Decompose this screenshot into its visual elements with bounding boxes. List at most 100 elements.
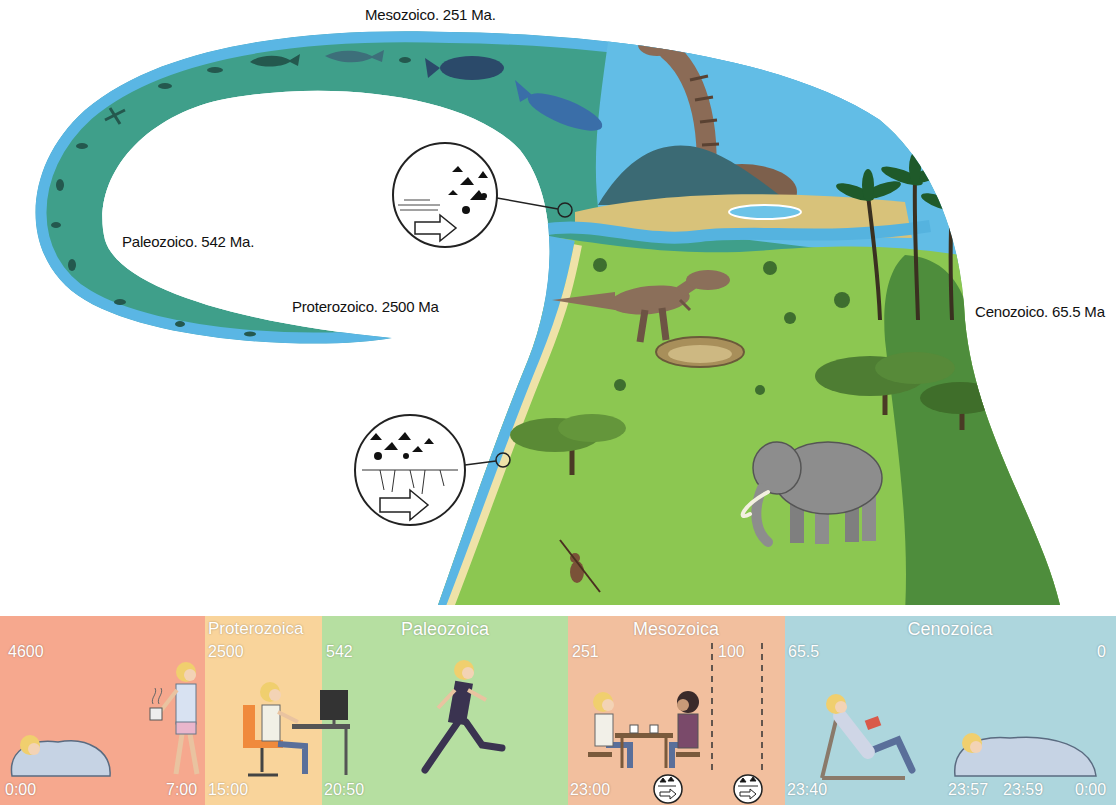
bushes-part [834,292,850,308]
sea-creatures-part [325,50,384,62]
early-human [560,540,600,592]
palm-trees-part-part [909,152,921,184]
breakfast-table-figures-part [615,733,673,738]
reading-figure-part [868,740,912,770]
sea-creatures-part [114,299,126,305]
breakfast-table-figures-part [606,745,694,768]
sea-creatures-part [250,54,300,67]
era-boundary-markers [654,643,762,803]
early-human-part [570,561,584,583]
bushes-part [614,379,626,391]
inset-lower-part [403,453,409,459]
era-boundary-markers-part [658,777,676,786]
sleeping-figure-night-part [970,741,982,753]
reading-figure [822,694,912,778]
era-boundary-markers-part [734,775,762,803]
era-boundary-markers-part [660,789,676,799]
runner-figure-part [425,722,502,770]
sea-creatures-part [51,222,61,228]
sleeping-figure-morning [11,735,110,776]
era-boundary-markers-part [738,777,758,786]
age-number: 65.5 [788,643,819,661]
spiral-ribbon-part [729,205,801,219]
tyrannosaurus-part [680,300,690,310]
spiral-ribbon-part [668,345,732,363]
desk-worker-figure-part [262,705,280,741]
spiral-ribbon-part [523,86,606,138]
desk-worker-figure-part [292,724,350,729]
sleeping-figure-night [955,733,1096,776]
age-number: 251 [572,643,599,661]
tyrannosaurus-part [552,292,615,310]
acacia-trees-part [920,382,1000,414]
clock-time: 7:00 [166,781,197,799]
era-name: Mesozoica [633,619,719,640]
spiral-ribbon-part [656,337,744,367]
spiral-ribbon-part [428,238,1075,612]
palm-trees-part [868,178,952,320]
walking-figure-part [176,684,196,724]
desk-worker-figure-part [243,740,283,748]
breakfast-table-figures-part [677,699,689,711]
runner-figure-part [462,667,474,679]
bushes-part [755,385,765,395]
inset-lower-part [496,453,510,467]
bushes-part [763,261,777,275]
sea-creatures-part [158,83,172,89]
breakfast-table-figures-part [650,725,658,733]
walking-figure-part [160,690,177,712]
clock-time: 23:59 [1003,781,1043,799]
spiral-ribbon-part [425,58,440,78]
reading-figure-part [822,712,905,778]
inset-upper [393,143,572,247]
inset-upper-part [558,203,572,217]
era-label: Paleozoico. 542 Ma. [122,233,254,250]
sea-creatures-part [175,321,185,327]
era-name: Proterozoica [208,619,303,639]
runner-figure-part [438,690,486,708]
era-boundary-markers-part [740,789,756,799]
breakfast-table-figures-part [678,714,698,748]
breakfast-table-figures-part [602,699,614,711]
inset-lower-part [465,461,496,465]
era-label: Proterozoico. 2500 Ma [292,298,439,315]
sleeping-figure-morning-part [11,741,110,776]
era-boundary-markers-part [712,643,762,770]
reading-figure-part [835,701,847,713]
breakfast-table-figures-part [595,714,613,746]
reading-figure-part [840,716,868,752]
acacia-trees-part [558,414,626,442]
era-band: Mesozoica 251 100 23:00 [568,616,785,805]
age-number: 100 [718,643,745,661]
desk-worker-figure-part [269,689,281,701]
spiral-ribbon-part [690,76,719,145]
breakfast-table-figures-part [630,725,638,733]
walking-figure [150,662,197,774]
spiral-ribbon-part [638,34,676,56]
desk-worker-figure-part [278,712,298,722]
bushes-part [593,258,607,272]
era-label: Mesozoico. 251 Ma. [365,6,496,23]
clock-time: 23:00 [570,781,610,799]
clock-time: 23:57 [948,781,988,799]
palm-trees-part [834,152,985,214]
breakfast-table-figures-part [676,752,700,757]
sea-creatures-part [399,57,411,63]
clock-time: 0:00 [5,781,36,799]
era-band: Cenozoica65.5023:4023:5723:590:00 [785,616,1116,805]
bushes [593,258,850,395]
runner-figure-part [448,681,473,725]
desk-worker-figure-part [278,744,305,774]
desk-worker-figure-part [243,705,255,745]
sea-creatures-part [56,179,64,191]
inset-upper-part [398,200,440,210]
desk-worker-figure-part [260,682,280,702]
early-human-part [560,540,600,592]
sleeping-figure-night-part [962,733,982,753]
clock-time: 0:00 [1075,781,1106,799]
elephant-part [743,492,768,516]
sea-creatures [51,50,411,337]
age-number: 4600 [8,643,44,661]
inset-upper-part [481,193,487,199]
